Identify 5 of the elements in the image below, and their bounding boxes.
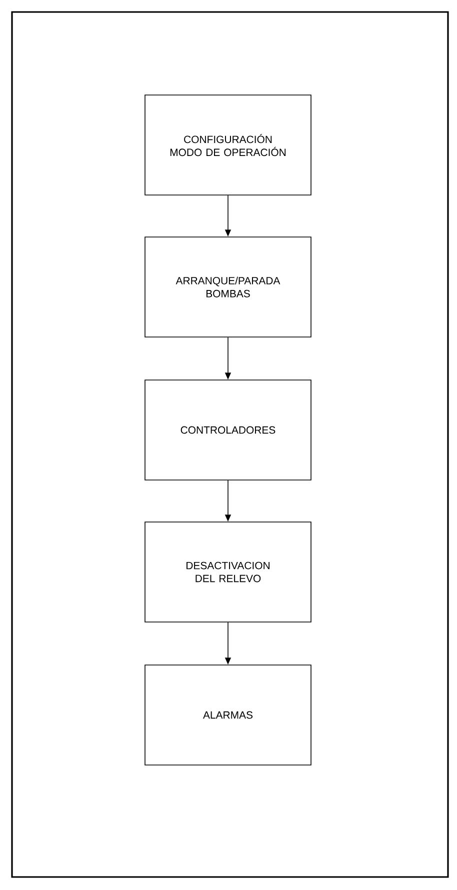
process-box: ALARMAS xyxy=(144,664,312,766)
process-box: DESACTIVACION DEL RELEVO xyxy=(144,522,312,622)
process-box: ARRANQUE/PARADA BOMBAS xyxy=(144,236,312,338)
process-box: CONTROLADORES xyxy=(144,380,312,480)
process-box: CONFIGURACIÓN MODO DE OPERACIÓN xyxy=(144,94,312,196)
